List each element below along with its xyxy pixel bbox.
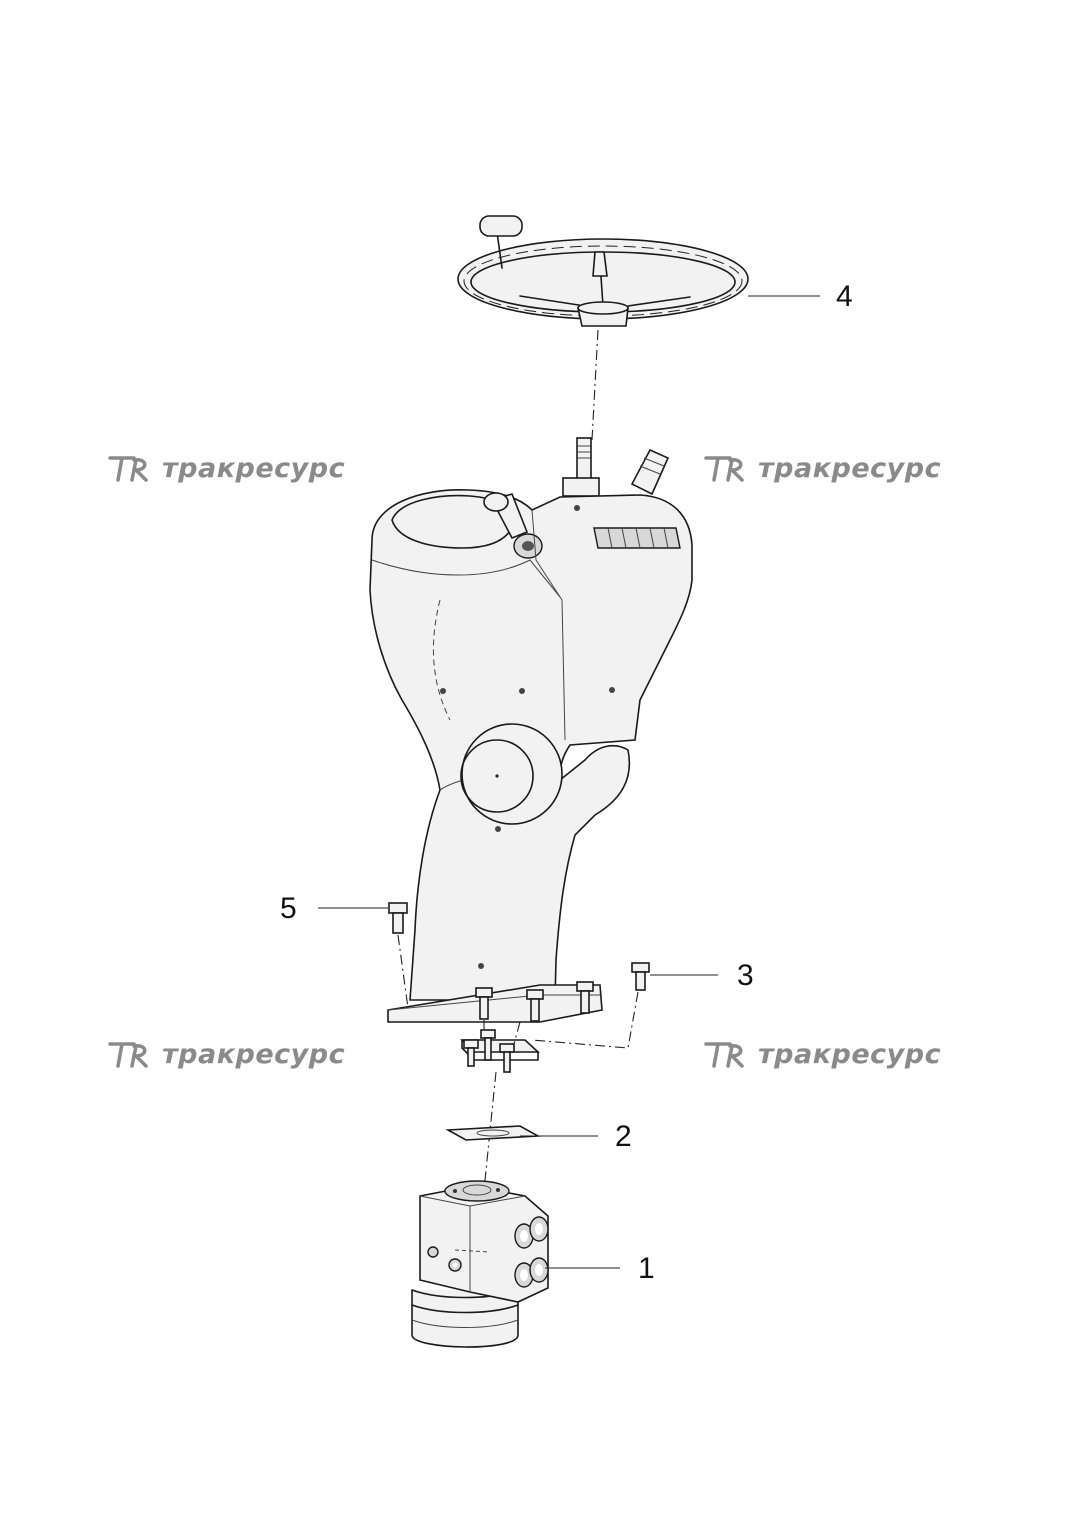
callout-2: 2 <box>615 1120 632 1153</box>
callout-5: 5 <box>280 892 297 925</box>
watermark-text: тракресурс <box>162 452 346 484</box>
watermark-top-right: тракресурс <box>758 448 941 488</box>
watermark-text: тракресурс <box>758 1038 942 1070</box>
steering-column <box>369 437 693 1023</box>
bolt-part-3 <box>531 962 650 1049</box>
watermark-bottom-left: тракресурс <box>162 1034 345 1074</box>
callout-4: 4 <box>836 280 853 313</box>
callout-3: 3 <box>737 959 754 992</box>
steering-wheel <box>457 215 749 327</box>
adapter-plate <box>460 1020 541 1073</box>
watermark-text: тракресурс <box>162 1038 346 1070</box>
bolt-part-5 <box>388 902 409 1009</box>
watermark-text: тракресурс <box>758 452 942 484</box>
steering-valve-part-1 <box>411 1180 549 1348</box>
watermark-top-left: тракресурс <box>162 448 345 488</box>
watermark-bottom-right: тракресурс <box>758 1034 941 1074</box>
base-bolts <box>475 981 594 1022</box>
watermark-logos <box>108 456 744 1068</box>
gasket-part-2 <box>445 1125 541 1141</box>
callout-1: 1 <box>638 1252 655 1285</box>
leader-lines <box>318 295 820 1269</box>
